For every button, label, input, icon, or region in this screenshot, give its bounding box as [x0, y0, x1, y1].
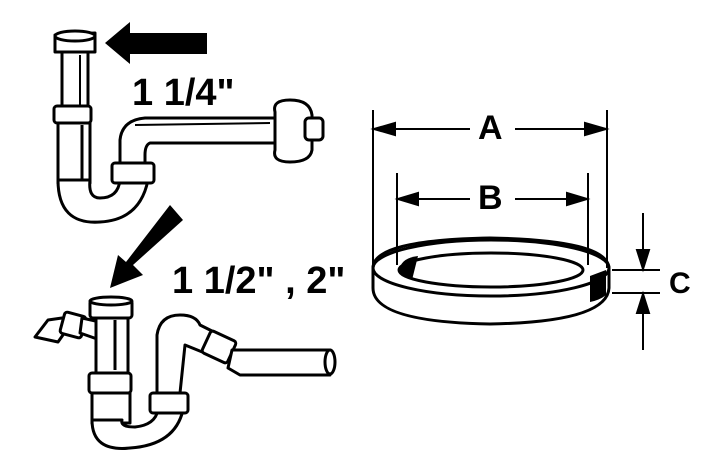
arrow-down-left-icon [110, 205, 183, 288]
size-label-1-1-4: 1 1/4" [132, 72, 235, 114]
gasket-ring-icon [371, 236, 611, 326]
dimension-label-b: B [478, 179, 503, 217]
dimension-lines [370, 110, 660, 350]
size-label-1-1-2-and-2: 1 1/2" , 2" [172, 260, 346, 302]
arrow-left-icon [105, 22, 207, 64]
bottle-trap-small-icon [52, 29, 325, 224]
dimension-label-c: C [669, 267, 691, 300]
bottle-trap-large-icon [33, 295, 337, 450]
dimension-label-a: A [478, 109, 503, 147]
